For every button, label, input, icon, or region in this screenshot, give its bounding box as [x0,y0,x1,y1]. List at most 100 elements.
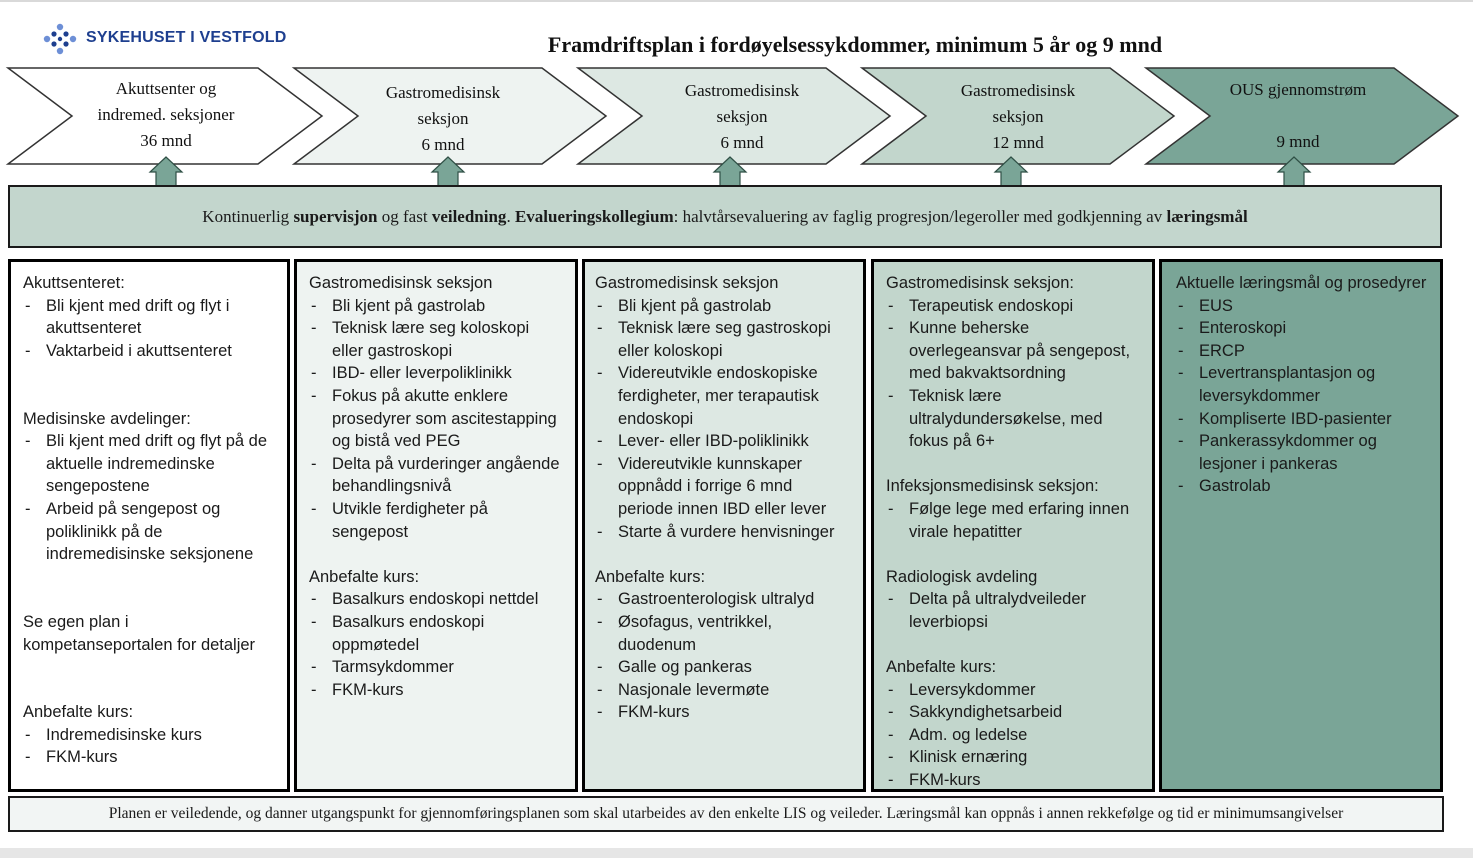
phase-arrows [5,67,1460,165]
section-title: Infeksjonsmedisinsk seksjon: [886,477,1099,496]
phase-5-line-1: OUS gjennomstrøm [1229,80,1367,99]
phase-1-line-2: indremed. seksjoner [97,105,235,124]
spacer [886,634,1140,657]
logo-text: SYKEHUSET I VESTFOLD [86,29,287,46]
list-item: Enteroskopi [1176,317,1428,340]
phase-4-line-1: Gastromedisinsk [960,81,1076,100]
section-title: Anbefalte kurs: [886,658,997,677]
phase-2-line-2: seksjon [417,109,469,128]
phase-chevron-5 [1143,67,1460,165]
list-item: Nasjonale levermøte [595,679,851,702]
bullet-list: LeversykdommerSakkyndighetsarbeidAdm. og… [886,679,1140,789]
phase-4-column: Gastromedisinsk seksjon: Terapeutisk endo… [871,259,1155,792]
phase-2-column: Gastromedisinsk seksjonBli kjent på gast… [294,259,578,792]
phase-chevron-3 [575,67,892,165]
up-arrow-connectors [148,156,1312,187]
section-title: Gastromedisinsk seksjon [309,274,493,292]
bullet-list: Delta på ultralydveileder leverbiopsi [886,588,1140,633]
list-item: Indremedisinske kurs [23,724,275,747]
list-item: Basalkurs endoskopi oppmøtedel [309,611,563,656]
list-item: ERCP [1176,340,1428,363]
banner-bold-supervisjon: supervisjon [293,206,378,226]
phase-5-line-3: 9 mnd [1276,132,1320,151]
list-item: Videreutvikle kunnskaper oppnådd i forri… [595,453,851,521]
section-title: Anbefalte kurs: [595,567,706,586]
list-item: Utvikle ferdigheter på sengepost [309,498,563,543]
phase-label-5: OUS gjennomstrøm 9 mnd [1188,77,1408,155]
phase-3-line-3: 6 mnd [720,133,764,152]
spacer [23,588,275,611]
list-item: Basalkurs endoskopi nettdel [309,588,563,611]
list-item: Tarmsykdommer [309,656,563,679]
spacer [23,385,275,408]
list-item: Øsofagus, ventrikkel, duodenum [595,611,851,656]
list-item: Teknisk lære seg koloskopi eller gastros… [309,317,563,362]
list-item: Bli kjent med drift og flyt på de aktuel… [23,430,275,498]
phase-3-line-1: Gastromedisinsk [684,81,800,100]
list-item: Sakkyndighetsarbeid [886,701,1140,724]
list-item: Delta på ultralydveileder leverbiopsi [886,588,1140,633]
bullet-list: Bli kjent med drift og flyt på de aktuel… [23,430,275,566]
phase-label-4: Gastromedisinsk seksjon 12 mnd [908,78,1128,156]
list-item: Følge lege med erfaring innen virale hep… [886,498,1140,543]
phase-1-line-1: Akuttsenter og [115,79,217,98]
phase-label-2: Gastromedisinsk seksjon 6 mnd [333,80,553,158]
list-item: Gastroenterologisk ultralyd [595,588,851,611]
spacer [23,656,275,679]
list-item: Galle og pankeras [595,656,851,679]
list-item: Vaktarbeid i akuttsenteret [23,340,275,363]
page-title: Framdriftsplan i fordøyelsessykdommer, m… [547,32,1163,57]
spacer [23,679,275,702]
up-arrow-3 [712,156,748,187]
spacer [595,543,851,566]
phase-chevron-4 [859,67,1176,165]
spacer [23,566,275,589]
phase-label-3: Gastromedisinsk seksjon 6 mnd [632,78,852,156]
up-arrow-1 [148,156,184,187]
list-item: Kompliserte IBD-pasienter [1176,408,1428,431]
logo-dots-icon [43,23,77,55]
bullet-list: EUSEnteroskopiERCPLevertransplantasjon o… [1176,295,1428,498]
list-item: Bli kjent med drift og flyt i akuttsente… [23,295,275,340]
banner-bold-veiledning: veiledning [431,206,507,226]
section-title: Gastromedisinsk seksjon [595,274,779,292]
bullet-list: Indremedisinske kursFKM-kurs [23,724,275,769]
banner-text-2: og fast [377,206,432,226]
bullet-list: Basalkurs endoskopi nettdelBasalkurs end… [309,588,563,701]
section-title: Medisinske avdelinger: [23,409,191,428]
list-item: FKM-kurs [309,679,563,702]
phase-3-line-2: seksjon [716,107,768,126]
bullet-list: Bli kjent på gastrolabTeknisk lære seg g… [595,295,851,544]
list-item: FKM-kurs [886,769,1140,789]
section-title: Radiologisk avdeling [886,567,1038,586]
banner-bold-evalueringskollegium: Evalueringskollegium [514,206,674,226]
phase-3-column: Gastromedisinsk seksjonBli kjent på gast… [582,259,866,792]
supervision-banner: Kontinuerlig supervisjon og fast veiledn… [8,185,1442,248]
list-item: Teknisk lære seg gastroskopi eller kolos… [595,317,851,362]
banner-text-4: : halvtårsevaluering av faglig progresjo… [673,206,1167,226]
phase-5-line-2 [1188,103,1408,129]
banner-bold-laeringsmal: læringsmål [1166,206,1248,226]
list-item: Delta på vurderinger angående behandling… [309,453,563,498]
section-title: Se egen plan i kompetanseportalen for de… [23,612,256,654]
list-item: Terapeutisk endoskopi [886,295,1140,318]
spacer [23,362,275,385]
section-title: Anbefalte kurs: [23,703,134,722]
list-item: Fokus på akutte enklere prosedyrer som a… [309,385,563,453]
bullet-list: Følge lege med erfaring innen virale hep… [886,498,1140,543]
section-title: Akuttsenteret: [23,274,125,292]
footer-note: Planen er veiledende, og danner utgangsp… [8,796,1444,832]
list-item: IBD- eller leverpoliklinikk [309,362,563,385]
phase-2-line-3: 6 mnd [421,135,465,154]
list-item: Videreutvikle endoskopiske ferdigheter, … [595,362,851,430]
list-item: Arbeid på sengepost og poliklinikk på de… [23,498,275,566]
spacer [886,453,1140,476]
phase-chevron-1 [5,67,324,165]
list-item: Leversykdommer [886,679,1140,702]
section-title: Gastromedisinsk seksjon: [886,274,1074,292]
phase-4-line-2: seksjon [992,107,1044,126]
list-item: FKM-kurs [595,701,851,724]
phase-2-line-1: Gastromedisinsk [385,83,501,102]
phase-chevron-2 [291,67,608,165]
section-title: Aktuelle læringsmål og prosedyrer [1176,274,1427,292]
